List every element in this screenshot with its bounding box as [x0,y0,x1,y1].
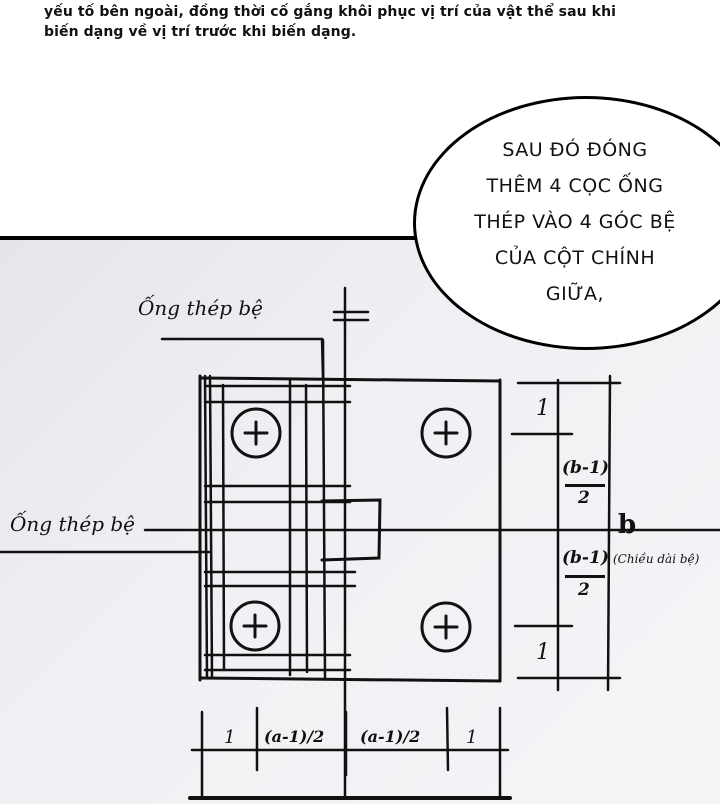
fraction-bar [565,484,605,487]
leader-lines [160,337,325,380]
dim-right-top-margin: 1 [536,396,550,421]
dim-upper-half-numerator: (b-1) [562,458,609,478]
dim-lower-half-numerator: (b-1) [562,548,609,568]
pile-symbols [229,407,472,653]
dim-bottom-3: (a-1)/2 [360,727,421,746]
label-steel-pipe-top: Ống thép bệ [138,296,263,320]
caption-line-2: biến dạng về vị trí trước khi biến dạng. [44,24,357,40]
speech-bubble [413,96,720,350]
slab-outline [198,374,502,683]
bubble-line: GIỮA, [545,283,605,305]
bubble-line: SAU ĐÓ ĐÓNG [502,139,648,161]
right-dimension [510,374,622,692]
dim-upper-half-denominator: 2 [578,488,590,508]
dim-total-note: (Chiều dài bệ) [613,552,700,566]
bottom-dimension [188,706,512,800]
steel-grid [203,338,357,680]
dim-right-bottom-margin: 1 [536,640,550,665]
speech-bubble-text: SAU ĐÓ ĐÓNG THÊM 4 CỌC ỐNG THÉP VÀO 4 GÓ… [450,132,700,312]
fraction-bar [565,575,605,578]
center-axes [0,286,720,800]
dim-bottom-2: (a-1)/2 [264,727,325,746]
bubble-line: CỦA CỘT CHÍNH [494,247,656,269]
caption-line-1: yếu tố bên ngoài, đồng thời cố gắng khôi… [44,4,617,20]
dim-bottom-1: 1 [224,727,236,748]
dim-bottom-4: 1 [466,727,478,748]
dim-total-b: b [618,510,637,540]
bubble-line: THÊM 4 CỌC ỐNG [486,175,664,197]
caption-text: yếu tố bên ngoài, đồng thời cố gắng khôi… [44,2,684,42]
column-box [320,498,382,562]
bubble-line: THÉP VÀO 4 GÓC BỆ [474,211,676,233]
dim-lower-half-denominator: 2 [578,580,590,600]
label-steel-pipe-left: Ống thép bệ [10,512,135,536]
